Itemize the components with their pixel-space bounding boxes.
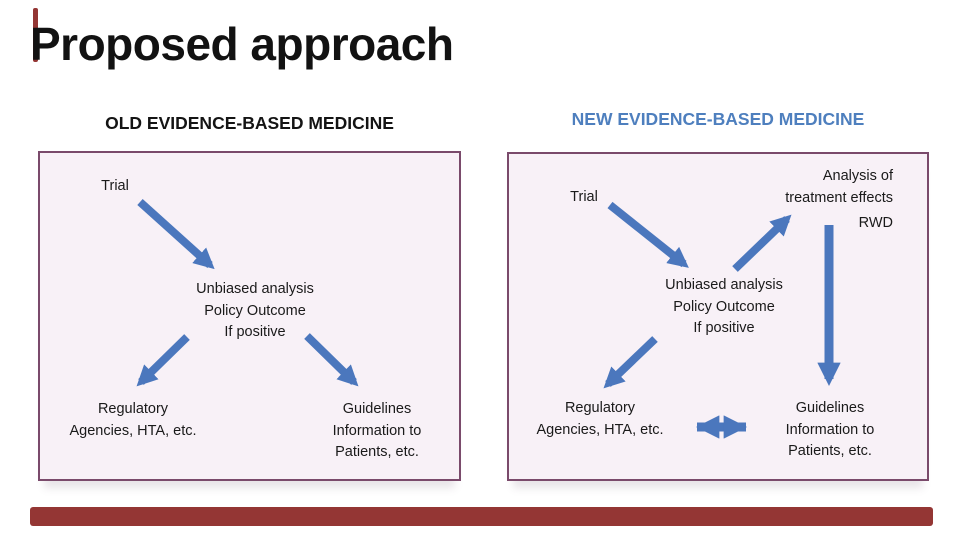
new-section-header: NEW EVIDENCE-BASED MEDICINE	[571, 109, 865, 129]
new-regulatory-block: Regulatory Agencies, HTA, etc.	[530, 398, 670, 441]
old-regulatory-line-2: Agencies, HTA, etc.	[69, 422, 197, 439]
new-regulatory-line-2: Agencies, HTA, etc.	[536, 421, 664, 438]
new-guidelines-line-2: Information to	[785, 421, 875, 438]
new-guidelines-line-3: Patients, etc.	[788, 443, 872, 459]
new-outcome-block: Unbiased analysis Policy Outcome If posi…	[614, 275, 834, 340]
new-outcome-line-3: If positive	[693, 320, 755, 336]
new-outcome-line-2: Policy Outcome	[673, 298, 775, 315]
new-trial-label: Trial	[570, 189, 598, 205]
old-regulatory-line-1: Regulatory	[97, 401, 169, 417]
new-analysis-rwd-label: RWD	[858, 215, 893, 231]
red-accent-line	[33, 8, 38, 62]
new-medicine-box: Trial Analysis of treatment effects RWD …	[507, 152, 929, 481]
old-outcome-to-regulatory-arrow	[136, 334, 190, 387]
new-trial-to-outcome-arrow	[607, 201, 689, 268]
new-analysis-line-2: treatment effects	[785, 189, 893, 206]
old-outcome-to-guidelines-arrow	[304, 333, 359, 387]
new-guidelines-block: Guidelines Information to Patients, etc.	[760, 398, 900, 463]
old-guidelines-line-3: Patients, etc.	[335, 444, 419, 460]
old-guidelines-block: Guidelines Information to Patients, etc.	[307, 399, 447, 464]
new-analysis-block: Analysis of treatment effects RWD	[723, 166, 893, 235]
old-outcome-line-1: Unbiased analysis	[196, 281, 314, 297]
page-title: Proposed approach	[30, 18, 454, 70]
old-outcome-line-3: If positive	[224, 324, 286, 340]
old-section-header: OLD EVIDENCE-BASED MEDICINE	[105, 113, 394, 133]
new-outcome-to-regulatory-arrow	[603, 336, 658, 389]
red-bottom-bar	[30, 507, 933, 526]
old-regulatory-block: Regulatory Agencies, HTA, etc.	[63, 399, 203, 442]
old-medicine-box: Trial Unbiased analysis Policy Outcome I…	[38, 151, 461, 481]
old-guidelines-line-1: Guidelines	[342, 401, 412, 417]
old-trial-to-outcome-arrow	[137, 199, 215, 270]
old-trial-label: Trial	[101, 178, 129, 194]
new-analysis-line-1: Analysis of	[822, 168, 893, 184]
new-outcome-line-1: Unbiased analysis	[665, 277, 783, 293]
new-box-arrow-layer	[603, 201, 841, 439]
new-outcome-to-analysis-arrow	[732, 214, 792, 272]
old-guidelines-line-2: Information to	[332, 422, 422, 439]
old-outcome-line-2: Policy Outcome	[204, 302, 306, 319]
new-guidelines-line-1: Guidelines	[795, 400, 865, 416]
new-regulatory-line-1: Regulatory	[564, 400, 636, 416]
old-outcome-block: Unbiased analysis Policy Outcome If posi…	[145, 279, 365, 344]
old-box-arrow-layer	[136, 199, 359, 387]
